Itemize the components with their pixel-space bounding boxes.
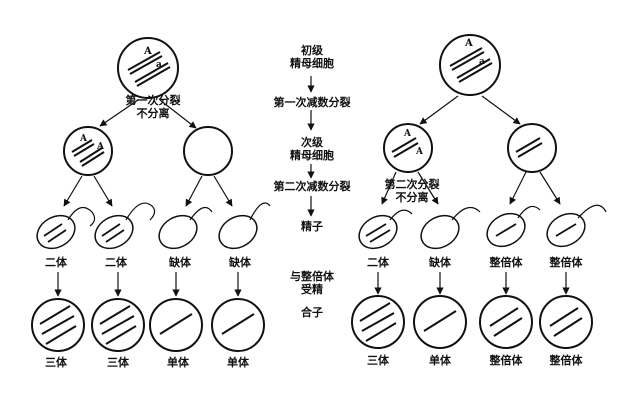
primary-spermatocyte-label: 初级 精母细胞 xyxy=(290,44,334,70)
right-zygote-label-4: 整倍体 xyxy=(549,354,583,367)
meiosis1-label: 第一次减数分裂 xyxy=(273,96,351,109)
sperm-label: 精子 xyxy=(301,220,323,233)
allele-label: A xyxy=(143,46,152,57)
right-zygote-label-2: 单体 xyxy=(429,354,451,367)
right-zygote-4 xyxy=(539,295,593,349)
right-zygote-2 xyxy=(413,295,467,349)
allele-label: A xyxy=(96,142,105,152)
secondary-spermatocyte-label: 次级 精母细胞 xyxy=(290,136,334,162)
right-secondary-cell-a xyxy=(507,123,557,173)
right-gamete-label-3: 整倍体 xyxy=(489,256,523,269)
left-gamete-label-2: 二体 xyxy=(105,256,127,269)
left-gamete-label-4: 缺体 xyxy=(229,256,251,269)
right-sperm-2 xyxy=(420,206,481,250)
right-zygote-1 xyxy=(351,295,405,349)
allele-label: A xyxy=(464,38,473,49)
right-gamete-label-4: 整倍体 xyxy=(549,256,583,269)
left-zygote-label-3: 单体 xyxy=(167,356,189,369)
left-primary-cell: A a xyxy=(117,37,179,99)
right-sperm-3 xyxy=(486,205,541,248)
left-zygote-3 xyxy=(149,298,203,352)
right-sperm-1 xyxy=(358,209,413,250)
allele-label: a xyxy=(479,57,485,67)
right-sperm-4 xyxy=(546,204,607,248)
allele-label: A xyxy=(79,134,88,144)
right-zygote-label-3: 整倍体 xyxy=(489,354,523,367)
left-zygote-label-2: 三体 xyxy=(107,356,129,369)
left-sperm-4 xyxy=(218,202,271,250)
left-sperm-3 xyxy=(158,206,213,250)
left-secondary-cell-empty xyxy=(183,126,233,176)
left-sperm-2 xyxy=(94,202,156,250)
right-gamete-label-2: 缺体 xyxy=(429,256,451,269)
left-secondary-cell-disomic: A A xyxy=(63,126,113,176)
right-gamete-label-1: 二体 xyxy=(367,256,389,269)
left-sperm-1 xyxy=(36,206,96,250)
left-gamete-label-3: 缺体 xyxy=(169,256,191,269)
fertilization-label: 与整倍体 受精 xyxy=(290,270,334,296)
left-zygote-label-1: 三体 xyxy=(45,356,67,369)
right-secondary-cell-A: A A xyxy=(383,123,433,173)
meiosis2-label: 第二次减数分裂 xyxy=(273,180,351,193)
left-zygote-4 xyxy=(211,298,265,352)
left-gamete-label-1: 二体 xyxy=(45,256,67,269)
left-nondisjunction-label: 第一次分裂 不分离 xyxy=(125,94,181,120)
right-primary-cell: A a xyxy=(439,34,501,96)
left-zygote-label-4: 单体 xyxy=(227,356,249,369)
zygote-label: 合子 xyxy=(301,306,323,319)
left-zygote-2 xyxy=(91,298,145,352)
allele-label: A xyxy=(415,147,424,157)
right-zygote-3 xyxy=(479,295,533,349)
right-nondisjunction-label: 第二次分裂 不分离 xyxy=(384,178,440,204)
right-zygote-label-1: 三体 xyxy=(367,354,389,367)
allele-label: A xyxy=(403,129,412,139)
allele-label: a xyxy=(156,60,162,70)
left-zygote-1 xyxy=(31,298,85,352)
